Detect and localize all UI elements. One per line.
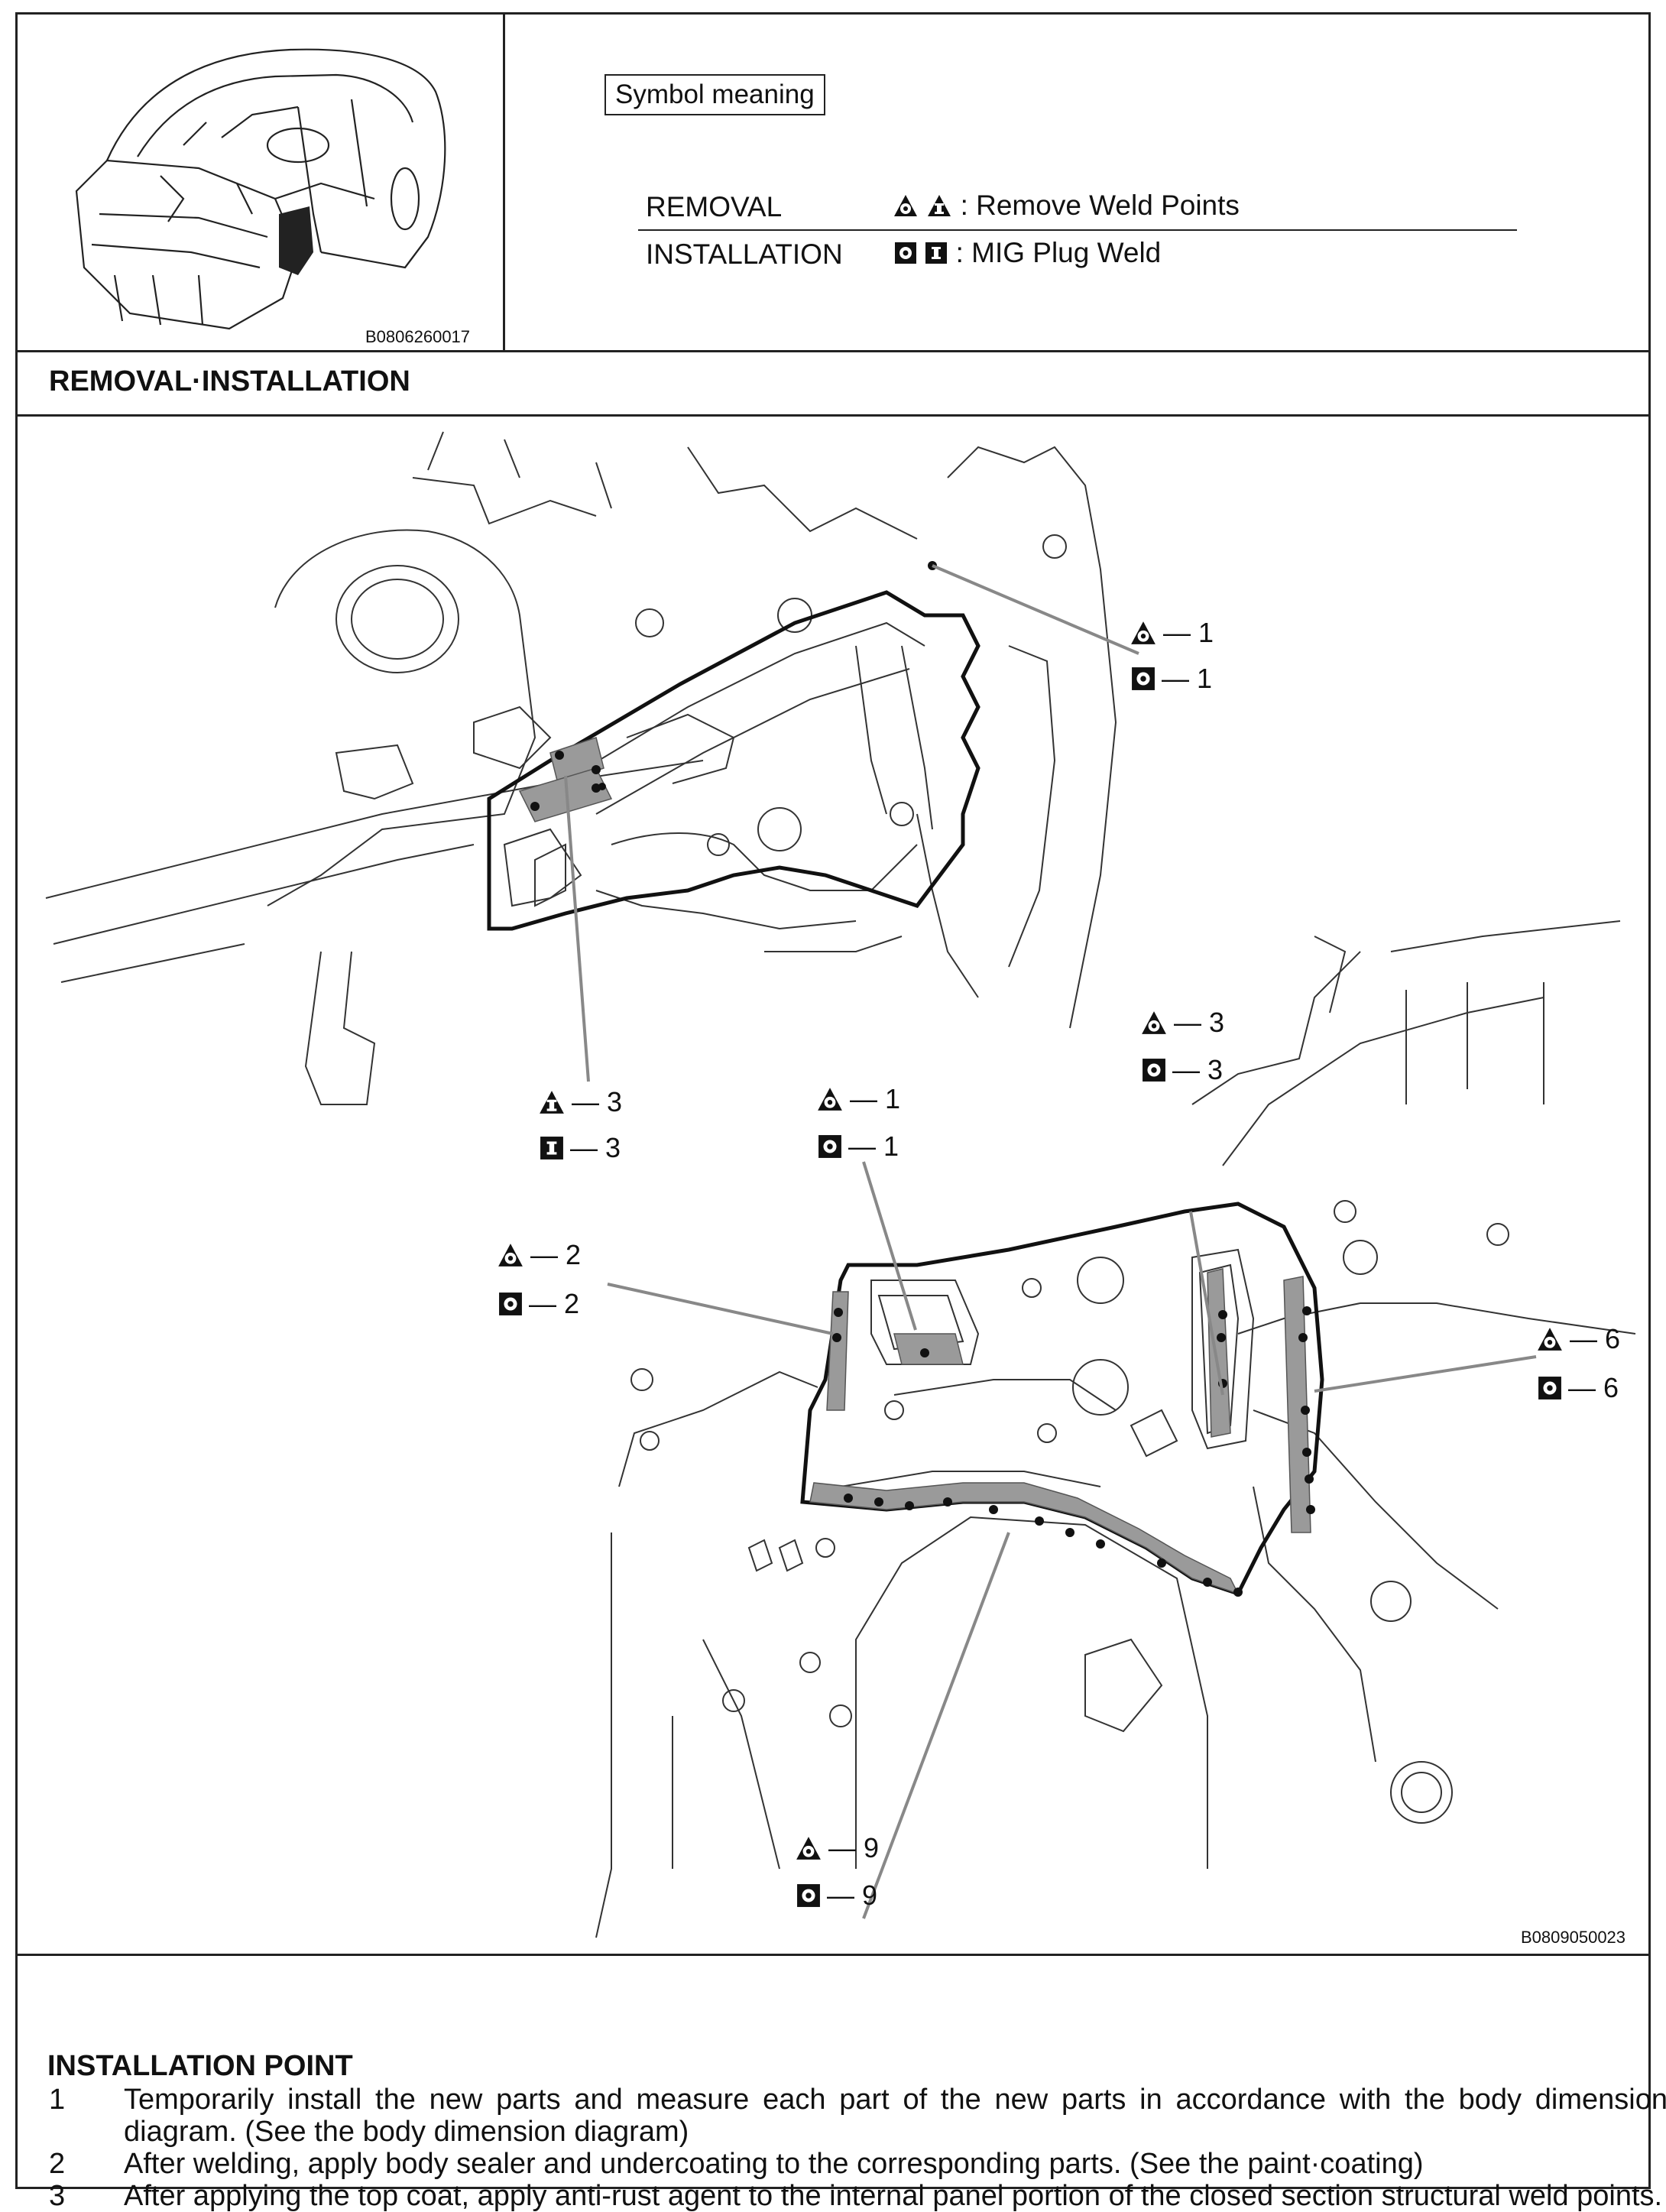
legend-installation-icons: : MIG Plug Weld	[894, 235, 1161, 269]
callout-3a-removal-label: — 3	[572, 1086, 623, 1117]
legend-installation-meaning: : MIG Plug Weld	[955, 237, 1162, 269]
symbol-meaning-box: Symbol meaning	[604, 74, 825, 115]
callout-3a-install-label: — 3	[570, 1132, 621, 1163]
callout-2-removal: — 2	[497, 1238, 581, 1272]
header-bottom-rule	[15, 350, 1651, 352]
callout-3b-install-label: — 3	[1172, 1054, 1224, 1085]
callout-1-removal: — 1	[1130, 616, 1214, 650]
callout-6-install-label: — 6	[1568, 1372, 1619, 1403]
legend-removal-icons: : Remove Weld Points	[893, 188, 1240, 222]
plug-weld-removal-icon	[540, 1091, 564, 1114]
legend-installation-row: INSTALLATION	[646, 238, 843, 271]
callout-3a-install: — 3	[540, 1131, 621, 1165]
diagram-code: B0809050023	[1521, 1928, 1626, 1947]
callout-6-install: — 6	[1538, 1371, 1619, 1405]
vehicle-thumbnail	[75, 48, 446, 330]
spot-mig-weld-icon	[818, 1135, 841, 1158]
section-title: REMOVAL·INSTALLATION	[49, 365, 410, 397]
header-divider	[503, 12, 505, 352]
callout-1-removal-label: — 1	[1163, 617, 1214, 648]
legend-rule	[638, 229, 1517, 231]
spot-weld-removal-icon	[1142, 1011, 1166, 1034]
callout-1b-install: — 1	[818, 1130, 899, 1163]
spot-mig-weld-icon	[499, 1292, 522, 1315]
page-frame	[15, 12, 1651, 2189]
note-1-number: 1	[49, 2084, 66, 2116]
plug-mig-weld-icon	[925, 242, 948, 264]
spot-mig-weld-icon	[895, 242, 916, 264]
spot-mig-weld-icon	[1143, 1059, 1165, 1082]
callout-2-install-label: — 2	[529, 1288, 580, 1319]
weld-diagram	[45, 431, 1636, 1938]
callout-1-install: — 1	[1131, 662, 1212, 696]
callout-1b-removal: — 1	[816, 1082, 900, 1116]
note-3-text: After applying the top coat, apply anti-…	[124, 2180, 1663, 2212]
callout-1b-install-label: — 1	[848, 1130, 899, 1162]
section-title-rule	[15, 414, 1651, 417]
spot-weld-removal-icon	[894, 195, 917, 217]
spot-weld-removal-icon	[1538, 1328, 1562, 1351]
plug-weld-removal-icon	[928, 195, 951, 217]
callout-1-install-label: — 1	[1162, 663, 1213, 694]
callout-2-removal-label: — 2	[530, 1239, 582, 1270]
thumbnail-code: B0806260017	[365, 327, 471, 346]
callout-2-install: — 2	[498, 1287, 579, 1321]
spot-mig-weld-icon	[1132, 667, 1155, 690]
callout-1b-removal-label: — 1	[850, 1083, 901, 1114]
installation-point-title: INSTALLATION POINT	[47, 2050, 353, 2082]
callout-9-removal-label: — 9	[828, 1832, 880, 1863]
spot-mig-weld-icon	[1538, 1377, 1561, 1400]
legend-removal-label: REMOVAL	[646, 191, 783, 222]
spot-weld-removal-icon	[796, 1837, 821, 1860]
note-1-text: Temporarily install the new parts and me…	[124, 2084, 1666, 2148]
note-2-number: 2	[49, 2148, 66, 2180]
note-3-number: 3	[49, 2180, 66, 2212]
callout-3b-removal-label: — 3	[1174, 1007, 1225, 1038]
legend-removal-row: REMOVAL	[646, 191, 782, 223]
plug-mig-weld-icon	[540, 1137, 563, 1160]
callout-9-install-label: — 9	[827, 1880, 878, 1911]
callout-9-install: — 9	[796, 1879, 877, 1912]
callout-3b-install: — 3	[1142, 1053, 1223, 1087]
spot-weld-removal-icon	[1131, 621, 1156, 644]
note-2-text: After welding, apply body sealer and und…	[124, 2148, 1424, 2180]
callout-3b-removal: — 3	[1140, 1006, 1224, 1040]
callout-9-removal: — 9	[795, 1831, 879, 1865]
spot-weld-removal-icon	[498, 1244, 523, 1267]
callout-6-removal: — 6	[1536, 1322, 1620, 1356]
callout-3a-removal: — 3	[538, 1085, 622, 1119]
legend-removal-meaning: : Remove Weld Points	[960, 190, 1240, 222]
spot-weld-removal-icon	[818, 1088, 842, 1111]
diagram-bottom-rule	[15, 1954, 1651, 1956]
callout-6-removal-label: — 6	[1570, 1323, 1621, 1354]
spot-mig-weld-icon	[797, 1884, 820, 1907]
legend-installation-label: INSTALLATION	[646, 238, 843, 270]
